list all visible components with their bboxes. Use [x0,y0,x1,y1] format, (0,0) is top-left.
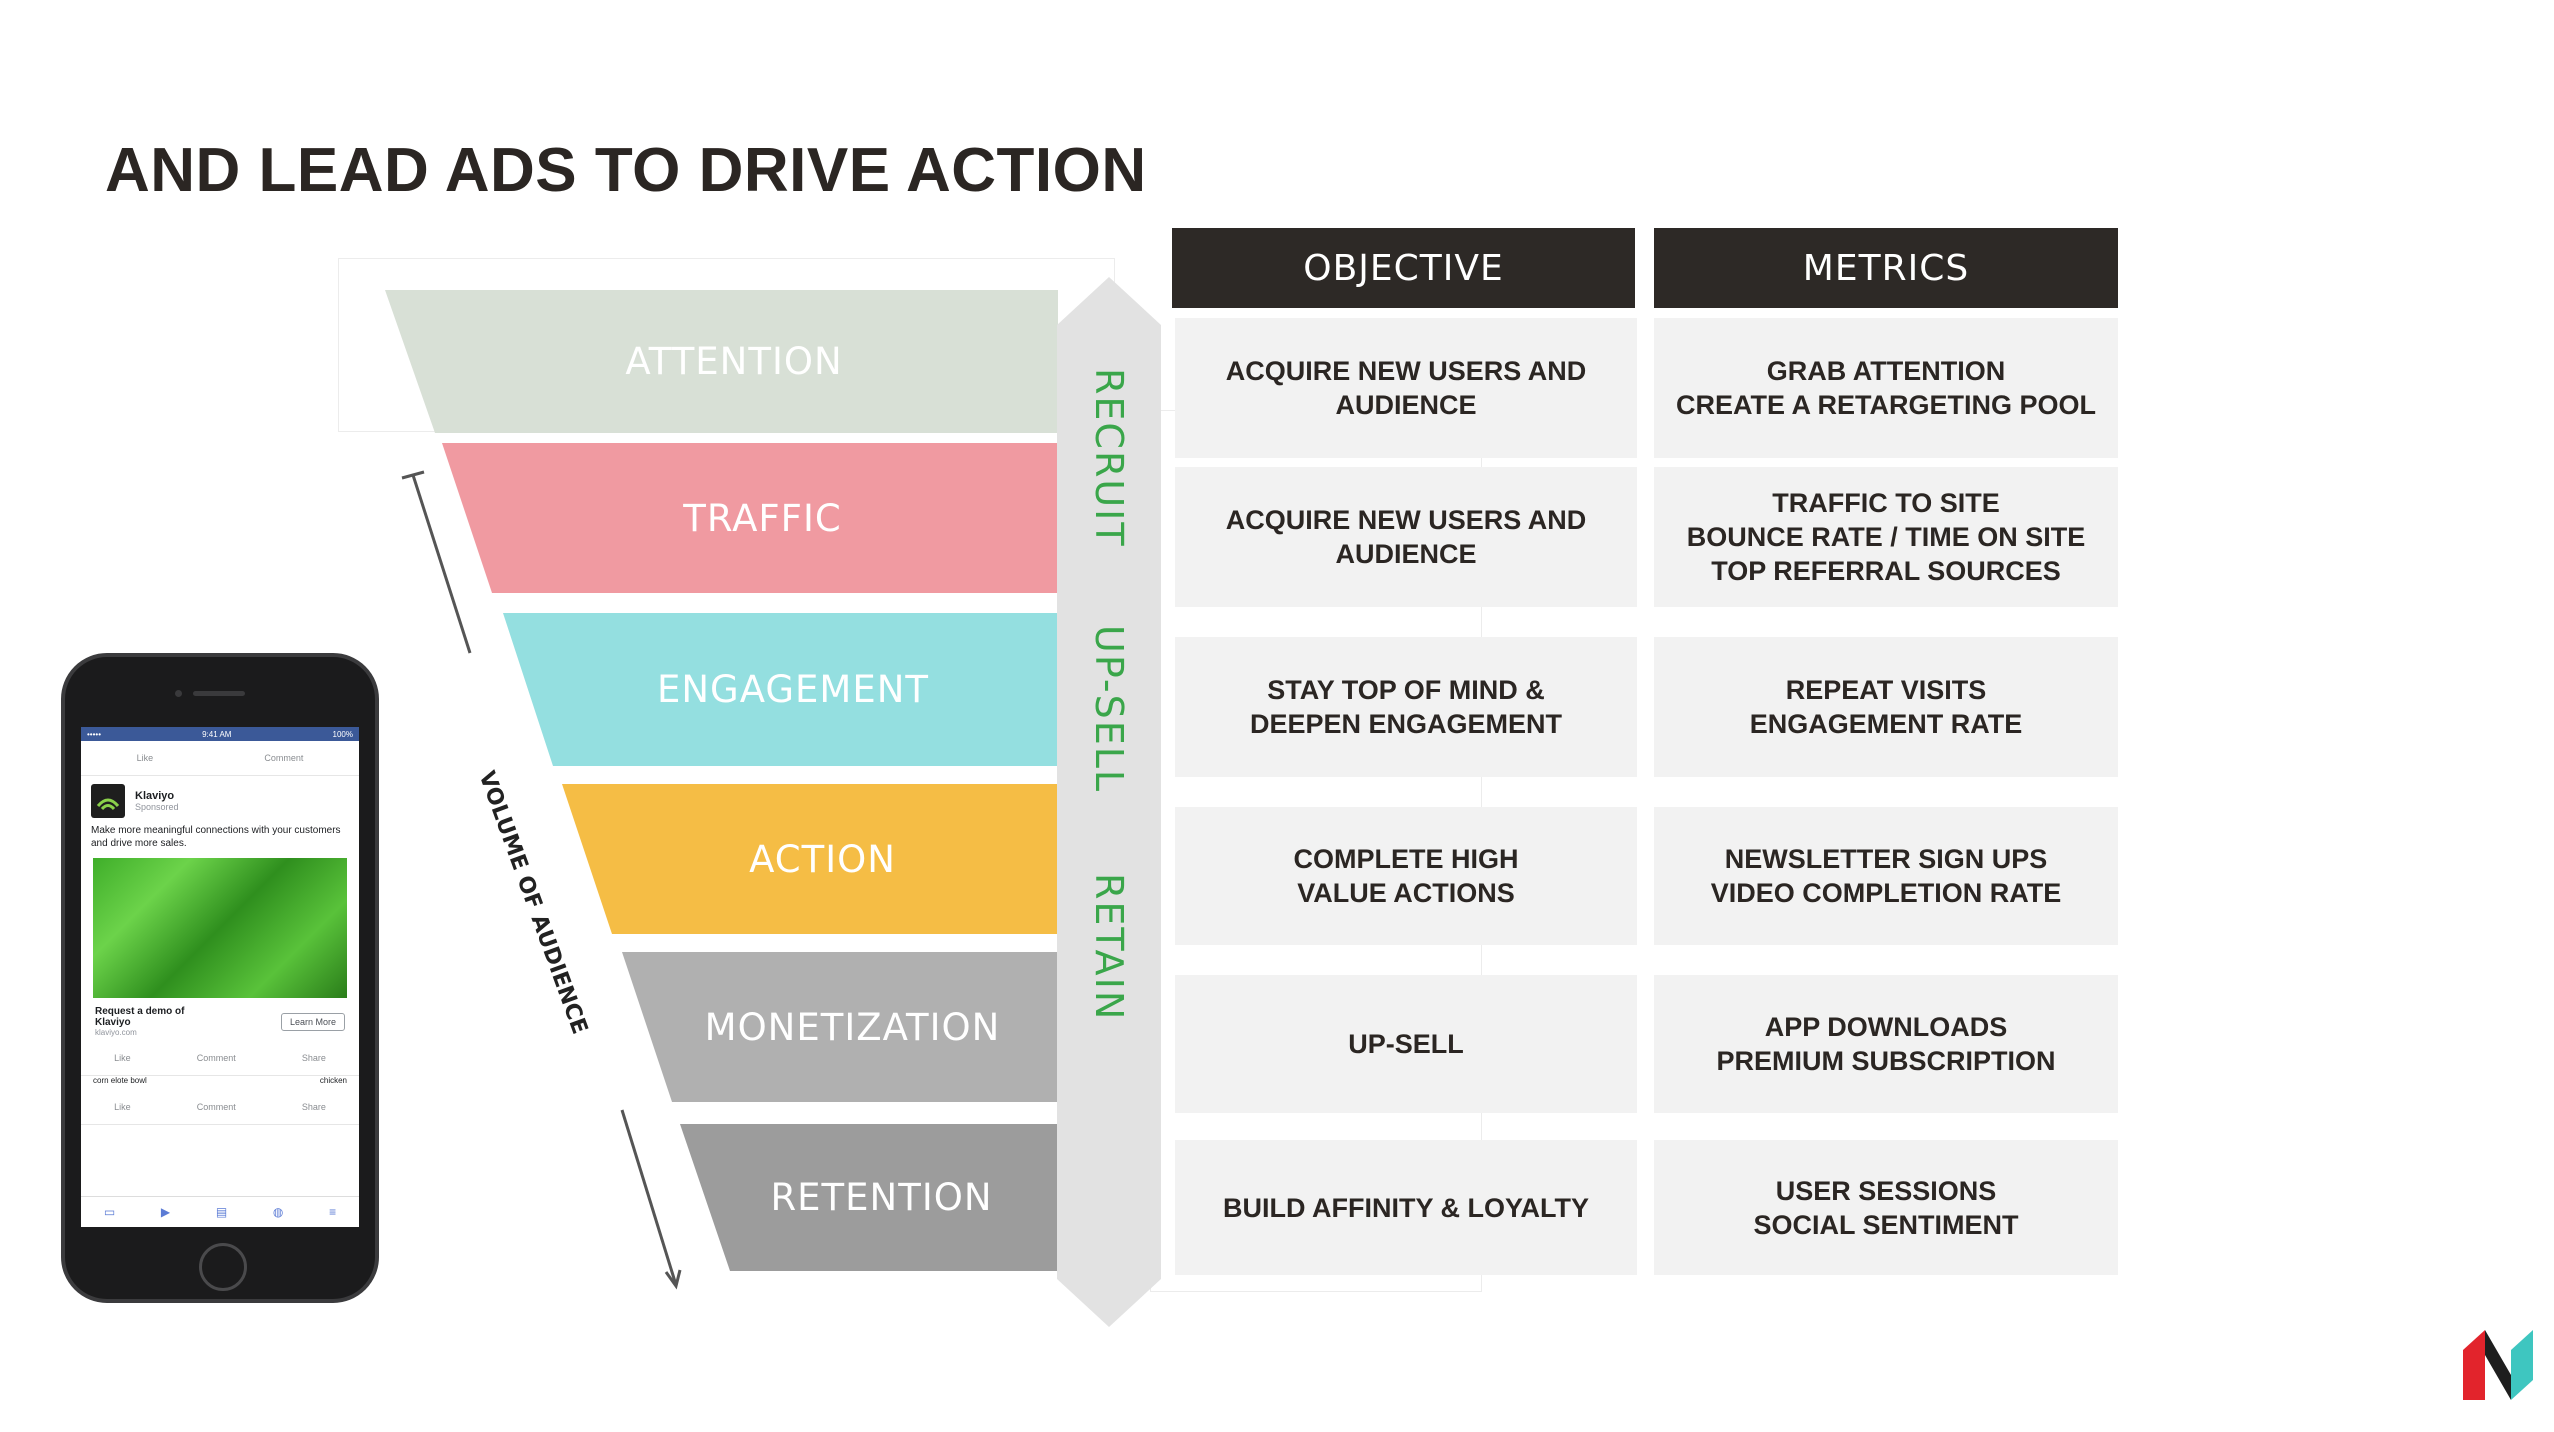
arrow-up-icon [401,470,472,654]
funnel-stage-engagement: ENGAGEMENT [503,613,1058,766]
marketplace-icon[interactable]: ▤ [215,1205,228,1219]
metrics-header: METRICS [1654,228,2118,308]
objective-cell: STAY TOP OF MIND & DEEPEN ENGAGEMENT [1175,637,1637,777]
funnel-stage-label: ACTION [749,837,896,881]
funnel-stage-label: TRAFFIC [683,496,842,540]
metrics-line: SOCIAL SENTIMENT [1753,1209,2019,1240]
previous-post-actions: Like Comment [81,741,359,776]
objective-line: AUDIENCE [1335,390,1477,420]
objective-cell: UP-SELL [1175,975,1637,1113]
objective-line: UP-SELL [1348,1029,1464,1059]
objective-line: VALUE ACTIONS [1297,878,1515,908]
objective-cell: COMPLETE HIGH VALUE ACTIONS [1175,807,1637,945]
cta-url: klaviyo.com [95,1028,137,1037]
objective-cell: BUILD AFFINITY & LOYALTY [1175,1140,1637,1275]
funnel-stage-action: ACTION [562,784,1058,934]
metrics-line: BOUNCE RATE / TIME ON SITE [1686,522,2086,552]
next-post-actions: Like Comment Share [81,1090,359,1125]
metrics-line: TRAFFIC TO SITE [1772,488,2000,518]
share-button[interactable]: Share [301,1053,326,1063]
funnel-stage-label: RETENTION [770,1176,993,1219]
metrics-line: GRAB ATTENTION [1766,356,2006,386]
ad-post-header: Klaviyo Sponsored [81,776,359,820]
globe-icon[interactable]: ◍ [272,1205,284,1219]
objective-line: AUDIENCE [1335,539,1477,569]
brand-logo-icon [2463,1330,2533,1400]
volume-arrows [401,470,682,1290]
metrics-line: REPEAT VISITS [1785,675,1987,705]
objective-line: DEEPEN ENGAGEMENT [1249,709,1563,739]
funnel-stage-traffic: TRAFFIC [442,443,1058,593]
metrics-line: CREATE A RETARGETING POOL [1675,390,2096,420]
objective-cell: ACQUIRE NEW USERS AND AUDIENCE [1175,318,1637,458]
cta-text: Request a demo of Klaviyo [95,1006,185,1028]
metrics-line: ENGAGEMENT RATE [1749,709,2023,739]
phone-screen: ••••• 9:41 AM 100% Like Comment Klaviyo … [81,727,359,1227]
lifecycle-chevron [1057,277,1161,1327]
status-bar: ••••• 9:41 AM 100% [81,727,359,741]
metrics-cell: NEWSLETTER SIGN UPS VIDEO COMPLETION RATE [1654,807,2118,945]
page-title: AND LEAD ADS TO DRIVE ACTION [105,136,1147,205]
ad-image[interactable] [93,858,347,998]
funnel-stage-retention: RETENTION [680,1124,1058,1271]
metrics-line: VIDEO COMPLETION RATE [1710,878,2062,908]
side-label-recruit: RECRUIT [1087,368,1131,548]
objective-line: BUILD AFFINITY & LOYALTY [1222,1192,1589,1223]
funnel-stage-attention: ATTENTION [385,290,1058,433]
ad-cta-row: Request a demo of Klaviyo klaviyo.com Le… [81,1002,359,1041]
klaviyo-logo-icon [91,784,125,818]
home-button[interactable] [199,1243,247,1291]
side-label-retain: RETAIN [1087,873,1131,1022]
next-post-right: chicken [319,1076,347,1085]
sponsored-label: Sponsored [135,802,179,812]
metrics-cell: GRAB ATTENTION CREATE A RETARGETING POOL [1654,318,2118,458]
menu-icon[interactable]: ≡ [329,1205,337,1219]
objective-line: STAY TOP OF MIND & [1267,675,1545,705]
comment-button[interactable]: Comment [264,753,304,763]
metrics-line: NEWSLETTER SIGN UPS [1724,844,2048,874]
next-post-peek: corn elote bowl chicken [81,1076,359,1090]
video-icon[interactable]: ▶ [160,1205,171,1219]
ad-post-text: Make more meaningful connections with yo… [91,825,341,849]
news-feed-icon[interactable]: ▭ [103,1205,116,1219]
arrow-down-icon [620,1109,682,1290]
objective-line: COMPLETE HIGH [1293,844,1519,874]
metrics-line: PREMIUM SUBSCRIPTION [1716,1046,2056,1076]
objective-header: OBJECTIVE [1172,228,1635,308]
phone-mockup: ••••• 9:41 AM 100% Like Comment Klaviyo … [61,653,379,1303]
status-time: 9:41 AM [202,729,232,739]
metrics-cell: TRAFFIC TO SITE BOUNCE RATE / TIME ON SIT… [1654,467,2118,607]
funnel-stage-label: ATTENTION [625,340,843,383]
like-button[interactable]: Like [114,1053,131,1063]
metrics-line: APP DOWNLOADS [1764,1012,2008,1042]
objective-line: ACQUIRE NEW USERS AND [1225,356,1587,386]
metrics-cell: APP DOWNLOADS PREMIUM SUBSCRIPTION [1654,975,2118,1113]
like-button[interactable]: Like [114,1102,131,1112]
funnel-stage-label: MONETIZATION [704,1005,1001,1049]
comment-button[interactable]: Comment [196,1053,236,1063]
advertiser-name[interactable]: Klaviyo [135,790,175,802]
metrics-line: TOP REFERRAL SOURCES [1711,556,2061,586]
status-carrier: ••••• [87,729,102,739]
funnel-stage-label: ENGAGEMENT [656,668,930,711]
comment-button[interactable]: Comment [196,1102,236,1112]
next-post-left: corn elote bowl [93,1076,147,1085]
objective-line: ACQUIRE NEW USERS AND [1225,505,1587,535]
funnel-stage-monetization: MONETIZATION [622,952,1058,1102]
app-tab-bar: ▭ ▶ ▤ ◍ ≡ [81,1196,359,1227]
learn-more-button[interactable]: Learn More [280,1012,345,1031]
status-battery: 100% [332,729,353,739]
side-label-upsell: UP-SELL [1087,625,1131,794]
metrics-cell: REPEAT VISITS ENGAGEMENT RATE [1654,637,2118,777]
speaker-grille [193,691,245,696]
like-button[interactable]: Like [136,753,154,763]
metrics-line: USER SESSIONS [1775,1175,1997,1206]
camera-icon [175,690,182,697]
ad-post-actions: Like Comment Share [81,1041,359,1076]
objective-cell: ACQUIRE NEW USERS AND AUDIENCE [1175,467,1637,607]
share-button[interactable]: Share [301,1102,326,1112]
